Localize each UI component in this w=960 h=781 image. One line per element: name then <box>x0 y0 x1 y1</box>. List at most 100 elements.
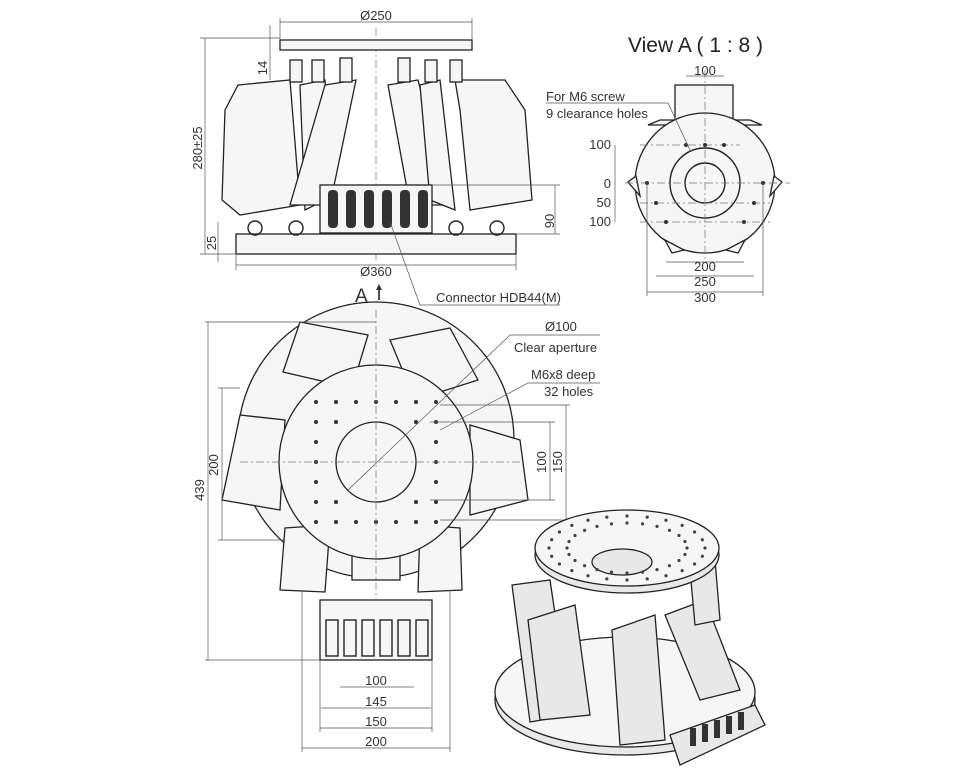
iso-hole <box>550 538 554 542</box>
iso-hole <box>567 539 571 544</box>
dim-y-0: 0 <box>604 176 611 191</box>
mounting-hole <box>434 440 438 444</box>
mounting-hole <box>414 400 418 404</box>
mounting-hole <box>434 500 438 504</box>
dim-base-diameter: Ø360 <box>360 264 392 279</box>
dim-connector-height: 90 <box>542 214 557 228</box>
hdb44-connector-block <box>319 184 433 234</box>
mounting-hole <box>314 480 318 484</box>
iso-hole <box>625 521 629 525</box>
mounting-hole <box>314 520 318 524</box>
iso-hole <box>573 558 577 563</box>
mounting-hole <box>414 420 418 424</box>
dim-base-thickness: 25 <box>204 236 219 250</box>
view-arrow-label: A <box>355 286 368 307</box>
label-holes-count: 32 holes <box>544 384 594 399</box>
iso-hole <box>680 569 684 573</box>
iso-hole <box>685 546 689 550</box>
dim-aperture-diameter: Ø100 <box>545 319 577 334</box>
iso-hole <box>625 578 629 582</box>
dim-top-plate-thickness: 14 <box>255 61 270 75</box>
iso-hole <box>655 524 659 528</box>
mounting-hole <box>394 400 398 404</box>
iso-hole <box>645 515 649 519</box>
iso-hole <box>573 533 577 538</box>
side-view: Ø250 14 280±25 25 90 Ø360 A Connector HD… <box>190 8 561 307</box>
iso-hole <box>565 546 569 550</box>
iso-hole <box>586 518 590 522</box>
iso-hole <box>557 530 562 534</box>
dim-439: 439 <box>192 479 207 501</box>
iso-hole <box>570 523 574 527</box>
mounting-hole <box>334 420 338 424</box>
dim-150: 150 <box>365 714 387 729</box>
isometric-view <box>494 509 766 766</box>
mounting-hole <box>414 520 418 524</box>
iso-hole <box>645 577 649 581</box>
iso-hole <box>700 538 704 542</box>
mounting-hole <box>314 400 318 404</box>
iso-hole <box>557 562 562 566</box>
iso-hole <box>625 514 629 518</box>
dim-y-100b: 100 <box>589 214 611 229</box>
dim-100-bottom: 100 <box>365 673 387 688</box>
dim-x-300: 300 <box>694 290 716 305</box>
iso-hole <box>570 569 574 573</box>
dim-145: 145 <box>365 694 387 709</box>
dim-y-100: 100 <box>589 137 611 152</box>
iso-hole <box>683 552 687 557</box>
mounting-hole <box>434 520 438 524</box>
iso-hole <box>605 515 609 519</box>
iso-hole <box>640 570 645 574</box>
note-m6-screw: For M6 screw <box>546 89 625 104</box>
mounting-hole <box>334 500 338 504</box>
note-clearance-holes: 9 clearance holes <box>546 106 648 121</box>
iso-hole <box>667 528 672 532</box>
mounting-hole <box>314 420 318 424</box>
iso-top-plate <box>534 509 720 587</box>
mounting-hole <box>434 480 438 484</box>
mounting-hole <box>314 440 318 444</box>
mounting-hole <box>434 400 438 404</box>
iso-hole <box>582 564 587 568</box>
iso-hole <box>703 546 707 550</box>
iso-hole <box>595 568 599 572</box>
iso-hole <box>625 571 629 575</box>
iso-hole <box>692 530 697 534</box>
iso-hole <box>677 533 681 538</box>
iso-hole <box>680 523 684 527</box>
iso-hole <box>595 524 599 528</box>
iso-hole <box>692 562 697 566</box>
dim-height: 280±25 <box>190 126 205 169</box>
connector-label: Connector HDB44(M) <box>436 290 561 305</box>
mounting-hole <box>354 400 358 404</box>
dim-200: 200 <box>206 454 221 476</box>
view-a-title: View A ( 1 : 8 ) <box>628 34 763 57</box>
iso-hole <box>582 528 587 532</box>
actuator-left-outer <box>221 79 301 216</box>
mounting-hole <box>314 500 318 504</box>
iso-hole <box>664 518 668 522</box>
iso-hole <box>550 554 554 558</box>
iso-hole <box>667 564 672 568</box>
base-plate <box>235 233 517 255</box>
mounting-hole <box>334 520 338 524</box>
dim-x-200: 200 <box>694 259 716 274</box>
mounting-holes <box>314 400 438 524</box>
dim-top-diameter: Ø250 <box>360 8 392 23</box>
iso-hole <box>700 554 704 558</box>
iso-hole <box>586 574 590 578</box>
label-clear-aperture: Clear aperture <box>514 340 597 355</box>
top-plate <box>279 39 473 51</box>
iso-hole <box>683 539 687 544</box>
dim-top-width: 100 <box>694 63 716 78</box>
mounting-hole <box>334 400 338 404</box>
actuator-right-outer <box>454 79 533 211</box>
iso-hole <box>609 522 614 526</box>
iso-hole <box>677 558 681 563</box>
dim-200-bottom: 200 <box>365 734 387 749</box>
iso-hole <box>567 552 571 557</box>
iso-hole <box>640 522 645 526</box>
iso-hole <box>664 574 668 578</box>
